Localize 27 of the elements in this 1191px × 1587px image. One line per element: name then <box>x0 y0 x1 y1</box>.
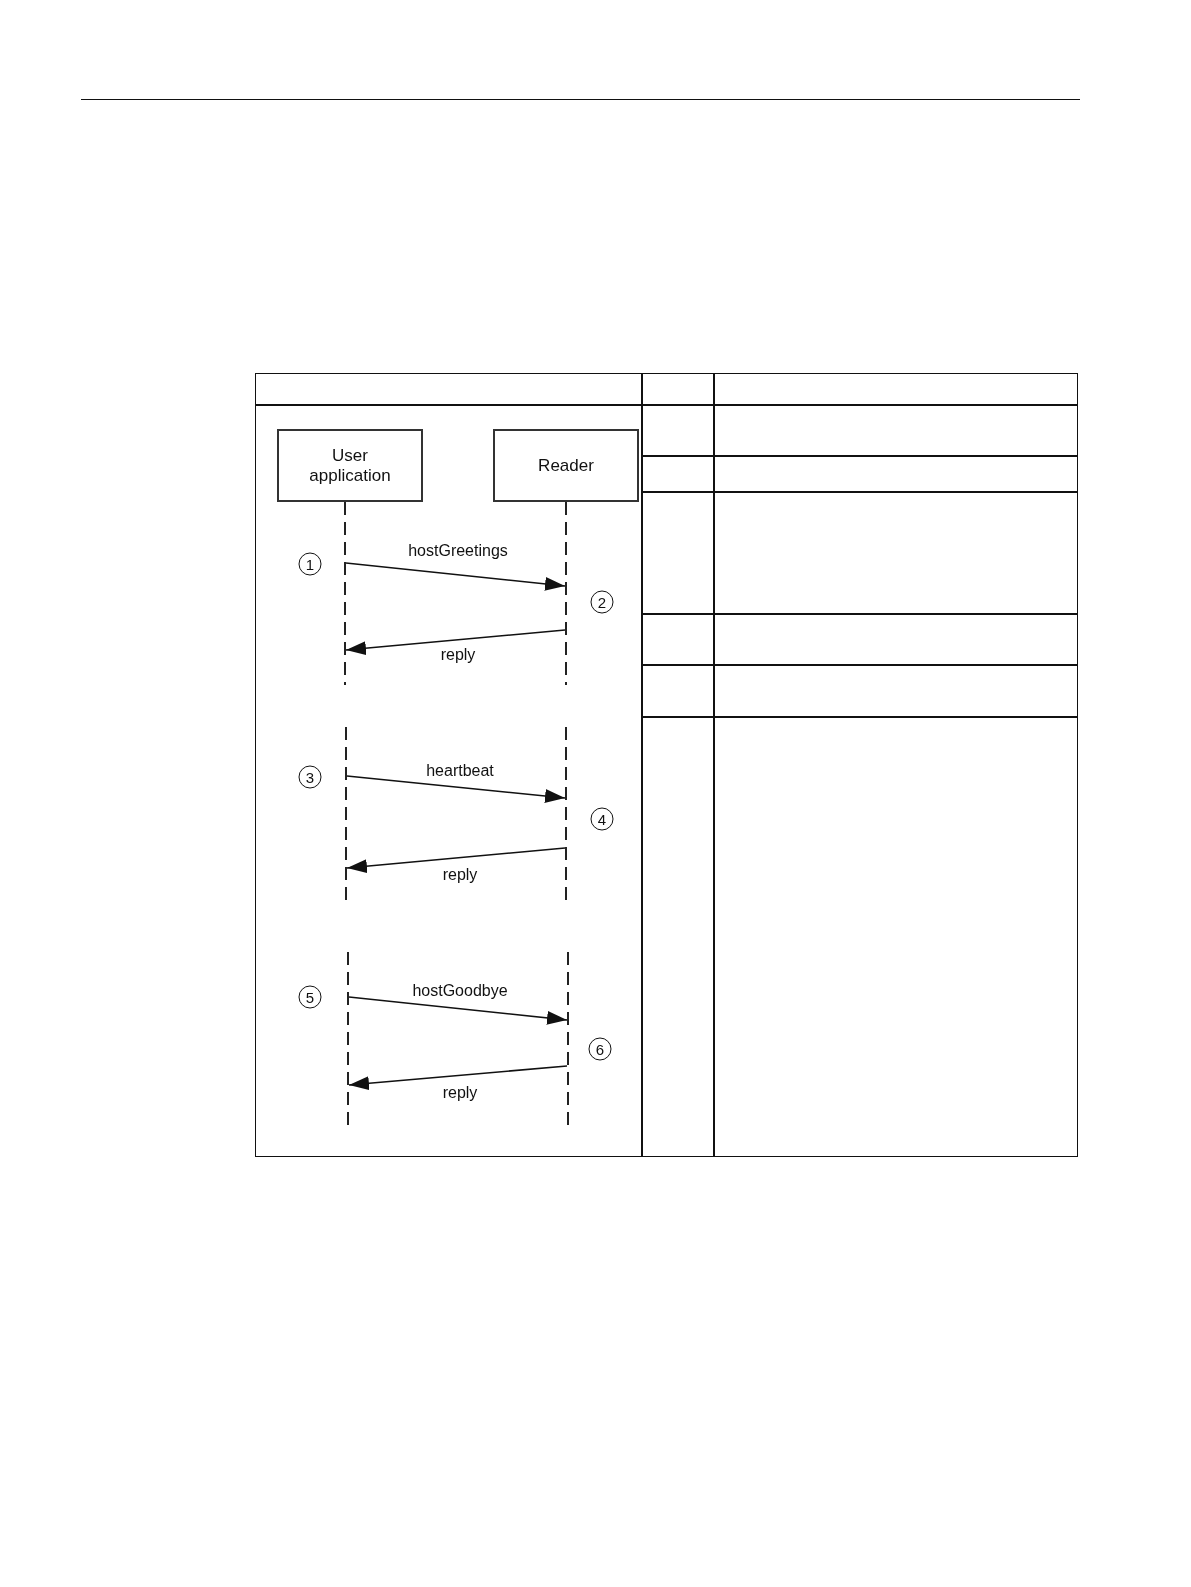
arrow <box>345 629 566 656</box>
arrow <box>345 562 566 591</box>
participant-label: User application <box>308 445 392 486</box>
lifeline <box>565 502 567 685</box>
participant-box <box>277 429 423 502</box>
callout-number: 5 <box>298 985 322 1009</box>
callout-number: 4 <box>590 807 614 831</box>
callout-number: 1 <box>298 552 322 576</box>
lifeline <box>347 952 349 1127</box>
lifeline <box>345 727 347 902</box>
arrow <box>346 847 566 874</box>
arrow <box>346 775 566 803</box>
edge-label: reply <box>440 1084 480 1102</box>
callout-number: 6 <box>588 1037 612 1061</box>
edge-label: reply <box>438 646 478 664</box>
edge-label: hostGoodbye <box>410 982 510 1000</box>
participant-box <box>493 429 639 502</box>
lifeline <box>565 727 567 902</box>
callout-number: 2 <box>590 590 614 614</box>
edge-label: reply <box>440 866 480 884</box>
lifeline <box>567 952 569 1127</box>
lifeline <box>344 502 346 685</box>
participant-label: Reader <box>538 455 594 476</box>
arrow <box>348 1065 568 1091</box>
arrow <box>348 996 568 1025</box>
edge-label: hostGreetings <box>406 542 510 560</box>
callout-number: 3 <box>298 765 322 789</box>
